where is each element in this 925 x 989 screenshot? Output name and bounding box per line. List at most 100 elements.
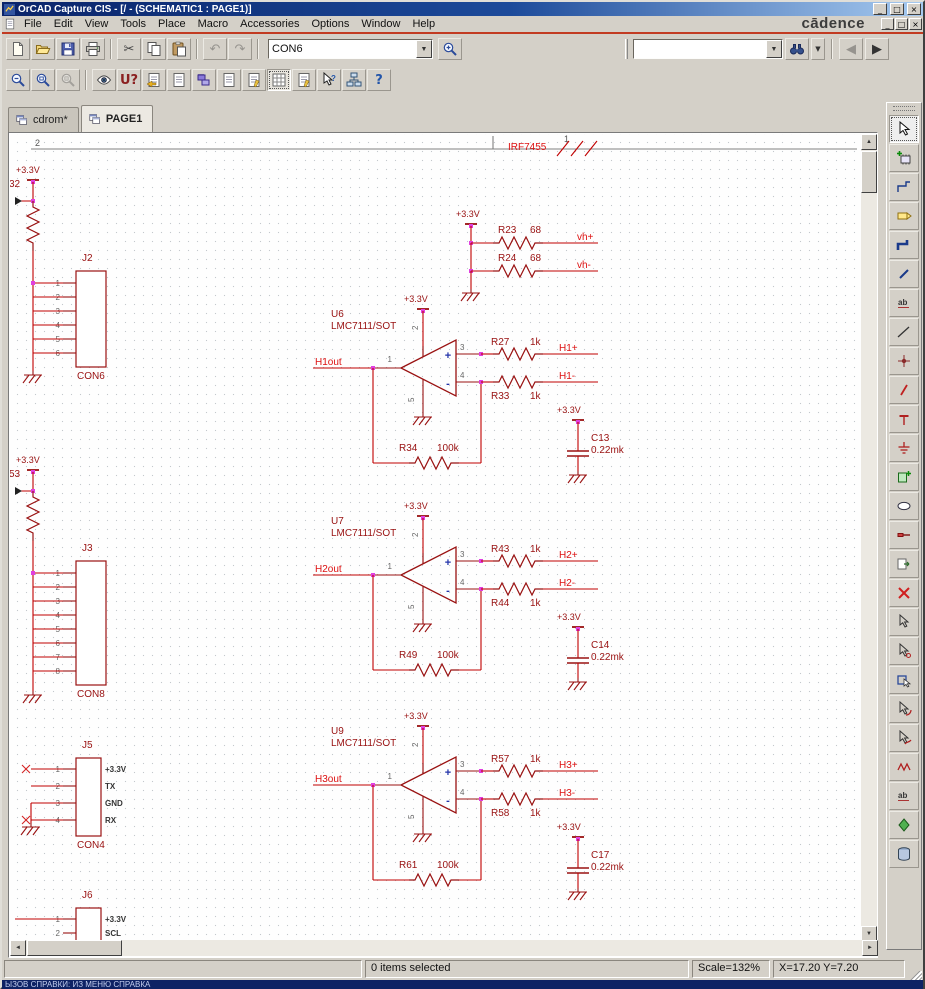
part-label[interactable]: R57 [491, 754, 510, 765]
part-label[interactable]: 32 [10, 179, 21, 190]
place-bus-tool[interactable] [889, 231, 919, 259]
part-label[interactable]: U6 [331, 309, 344, 320]
zoom-in-button[interactable] [438, 38, 462, 60]
part-label[interactable]: R24 [498, 253, 517, 264]
undo-button[interactable]: ↶ [203, 38, 227, 60]
pullup-1[interactable]: +3.3V32 [10, 165, 40, 283]
vertical-scroll-thumb[interactable] [861, 151, 877, 193]
menu-accessories[interactable]: Accessories [234, 17, 305, 31]
scroll-left-button[interactable]: ◄ [10, 940, 26, 956]
place-no-connect-tool[interactable] [889, 579, 919, 607]
connector-j6[interactable]: J61+3.3V2SCL3SDA [15, 890, 127, 942]
net-label[interactable]: H3+ [559, 760, 578, 771]
place-marker-tool[interactable] [889, 811, 919, 839]
opamp-block-u9[interactable]: +3.3V2U9LMC7111/SOT1345H3outR61100kR571k… [313, 711, 625, 900]
open-document-button[interactable] [31, 38, 55, 60]
part-label[interactable]: 100k [437, 860, 460, 871]
place-junction-tool[interactable] [889, 347, 919, 375]
place-ellipse-tool[interactable] [889, 637, 919, 665]
bill-of-materials-button[interactable] [242, 69, 266, 91]
net-label[interactable]: H3out [315, 774, 342, 785]
part-label[interactable]: R27 [491, 337, 510, 348]
power-label[interactable]: +3.3V [404, 501, 428, 511]
part-label[interactable]: 1k [530, 544, 542, 555]
scroll-right-button[interactable]: ► [862, 940, 878, 956]
part-label[interactable]: LMC7111/SOT [331, 738, 396, 749]
page-border[interactable]: 21 [31, 134, 857, 149]
zoom-scale[interactable]: Scale=132% [692, 960, 770, 978]
part-label[interactable]: J2 [82, 253, 93, 264]
net-label[interactable]: H3- [559, 788, 575, 799]
part-label[interactable]: CON6 [77, 371, 105, 382]
whats-this-button[interactable] [317, 69, 341, 91]
connector-j5[interactable]: J5CON41+3.3V2TX3GND4RX [21, 740, 127, 851]
dropdown-icon[interactable]: ▼ [766, 40, 782, 58]
cut-button[interactable]: ✂ [117, 38, 141, 60]
menu-file[interactable]: File [18, 17, 48, 31]
palette-grip[interactable] [893, 106, 915, 111]
part-label[interactable]: 1k [530, 337, 542, 348]
place-hierarchical-block-tool[interactable] [889, 463, 919, 491]
find-button[interactable] [785, 38, 809, 60]
part-label[interactable]: J3 [82, 543, 93, 554]
net-label[interactable]: H1- [559, 371, 575, 382]
menu-help[interactable]: Help [406, 17, 441, 31]
print-button[interactable] [81, 38, 105, 60]
horizontal-scrollbar[interactable]: ◄ ► [10, 940, 878, 956]
part-label[interactable]: 0.22mk [591, 445, 625, 456]
part-label[interactable]: R34 [399, 443, 418, 454]
power-label[interactable]: +3.3V [404, 294, 428, 304]
menu-tools[interactable]: Tools [114, 17, 152, 31]
divider-r23-r24[interactable]: +3.3VR2368vh+R2468vh- [456, 209, 598, 301]
part-label[interactable]: LMC7111/SOT [331, 321, 396, 332]
create-netlist-button[interactable] [192, 69, 216, 91]
toolbar-handle[interactable] [625, 39, 628, 59]
place-net-alias-tool[interactable] [889, 202, 919, 230]
back-annotate-button[interactable] [142, 69, 166, 91]
part-label[interactable]: 68 [530, 225, 542, 236]
menu-window[interactable]: Window [355, 17, 406, 31]
place-elliptical-arc-tool[interactable] [889, 753, 919, 781]
net-label[interactable]: H1+ [559, 343, 578, 354]
place-net-group-tool[interactable] [889, 289, 919, 317]
place-part-tool[interactable] [889, 144, 919, 172]
zoom-area-button[interactable] [31, 69, 55, 91]
cross-reference-button[interactable] [217, 69, 241, 91]
zoom-all-button[interactable] [56, 69, 80, 91]
part-label[interactable]: 100k [437, 443, 460, 454]
save-document-button[interactable] [56, 38, 80, 60]
menu-macro[interactable]: Macro [192, 17, 235, 31]
find-options-button[interactable]: ▼ [811, 38, 825, 60]
power-label[interactable]: +3.3V [16, 455, 40, 465]
place-polyline-tool[interactable] [889, 608, 919, 636]
dropdown-icon[interactable]: ▼ [416, 40, 432, 58]
net-label[interactable]: H2out [315, 564, 342, 575]
place-arc-tool[interactable] [889, 695, 919, 723]
place-bus-entry-tool[interactable] [889, 260, 919, 288]
paste-button[interactable] [167, 38, 191, 60]
place-pin-tool[interactable] [889, 376, 919, 404]
menu-options[interactable]: Options [305, 17, 355, 31]
maximize-button[interactable]: □ [890, 3, 904, 15]
power-label[interactable]: +3.3V [557, 405, 581, 415]
place-hierarchical-port-tool[interactable] [889, 492, 919, 520]
part-label[interactable]: R58 [491, 808, 510, 819]
vertical-scrollbar[interactable]: ▲ ▼ [861, 134, 877, 942]
place-off-page-connector-tool[interactable] [889, 550, 919, 578]
minimize-button[interactable]: _ [873, 3, 887, 15]
snap-to-grid-button[interactable] [267, 69, 291, 91]
redo-button[interactable]: ↷ [228, 38, 252, 60]
hierarchy-button[interactable] [342, 69, 366, 91]
place-text-tool[interactable] [889, 782, 919, 810]
part-label[interactable]: C13 [591, 433, 610, 444]
part-label[interactable]: C17 [591, 850, 610, 861]
place-wire-tool[interactable] [889, 173, 919, 201]
menu-place[interactable]: Place [152, 17, 192, 31]
opamp-block-u6[interactable]: +3.3V2U6LMC7111/SOT1345H1outR34100kR271k… [313, 294, 625, 483]
part-label[interactable]: 0.22mk [591, 862, 625, 873]
part-label[interactable]: R49 [399, 650, 418, 661]
pullup-2[interactable]: +3.3V53 [10, 455, 40, 573]
part-label[interactable]: 1k [530, 754, 542, 765]
menu-view[interactable]: View [79, 17, 115, 31]
opamp-block-u7[interactable]: +3.3V2U7LMC7111/SOT1345H2outR49100kR431k… [313, 501, 625, 690]
